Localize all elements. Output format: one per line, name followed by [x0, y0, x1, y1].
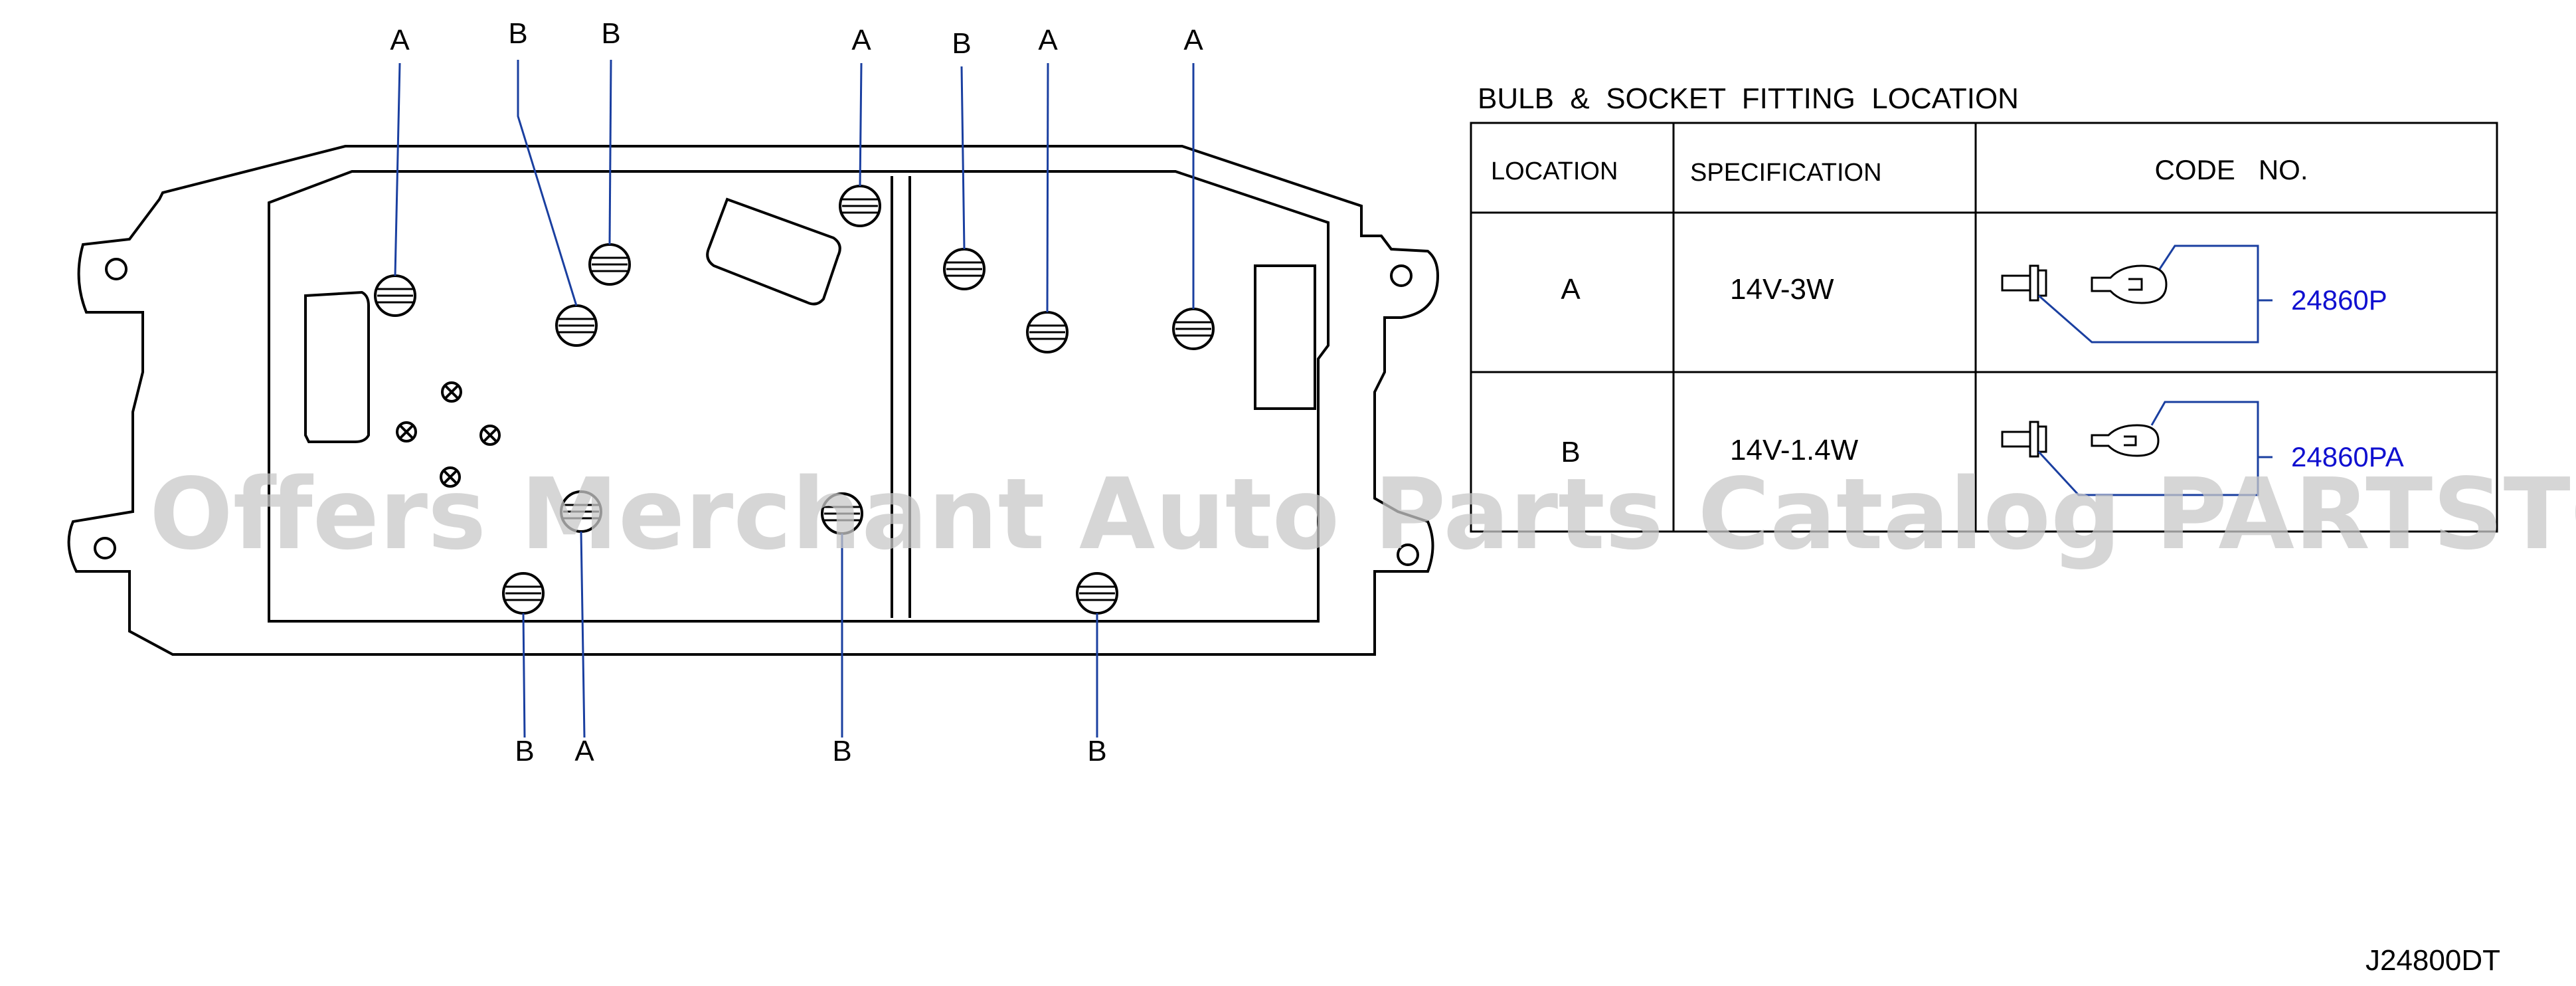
bulb-socket	[555, 304, 598, 347]
bulb-socket	[1026, 311, 1069, 353]
leader-line	[859, 62, 863, 187]
callout-label: B	[1087, 735, 1106, 767]
callout-label: A	[1183, 24, 1203, 56]
row-a-specification: 14V-3W	[1730, 273, 1834, 306]
bulb-socket	[374, 274, 416, 317]
bulb-socket	[502, 572, 545, 615]
leader-line	[960, 66, 966, 250]
leader-line	[517, 60, 578, 306]
row-a-location: A	[1561, 273, 1581, 306]
callout-label: B	[952, 27, 971, 60]
leader-line	[394, 62, 401, 276]
header-code-no: CODE NO.	[2154, 154, 2308, 185]
table-grid	[1470, 122, 2498, 533]
watermark: Offers Merchant Auto Parts Catalog PARTS…	[149, 457, 2576, 571]
table-title: BULB & SOCKET FITTING LOCATION	[1478, 82, 2019, 115]
callout-label: B	[601, 17, 620, 50]
bulb-b-leader	[2037, 401, 2273, 496]
callout-label: B	[508, 17, 527, 50]
callout-label: A	[1038, 24, 1058, 56]
bulb-socket	[588, 243, 631, 286]
fitting-table: BULB & SOCKET FITTING LOCATION LOCATION …	[1470, 82, 2498, 533]
leader-line	[1046, 62, 1049, 313]
bulb-a-leader	[2038, 245, 2273, 344]
bulb-socket	[943, 248, 986, 290]
callout-label: A	[574, 735, 594, 767]
leader-line	[522, 613, 526, 738]
leader-line	[580, 531, 586, 738]
leader-lines	[394, 59, 1195, 738]
bulb-a-icon	[2001, 264, 2168, 304]
drawing-id: J24800DT	[2365, 944, 2500, 977]
callout-label: B	[832, 735, 851, 767]
header-specification: SPECIFICATION	[1690, 159, 1882, 187]
bulb-b-icon	[2001, 421, 2160, 458]
callout-label: B	[515, 735, 534, 767]
callout-label: A	[851, 24, 871, 56]
row-b-code: 24860PA	[2291, 441, 2404, 472]
callouts-bottom: B A B B	[515, 735, 1106, 767]
header-location: LOCATION	[1491, 157, 1618, 185]
callouts-top: A B B A B A A	[390, 17, 1203, 60]
bulb-socket	[1076, 572, 1118, 615]
bulb-socket	[1172, 308, 1215, 350]
leader-line	[608, 59, 612, 245]
bulb-socket	[839, 185, 881, 227]
cluster-housing	[67, 145, 1440, 656]
row-b-specification: 14V-1.4W	[1730, 434, 1859, 466]
row-a-code: 24860P	[2291, 284, 2387, 316]
row-b-location: B	[1561, 436, 1580, 468]
callout-label: A	[390, 24, 410, 56]
